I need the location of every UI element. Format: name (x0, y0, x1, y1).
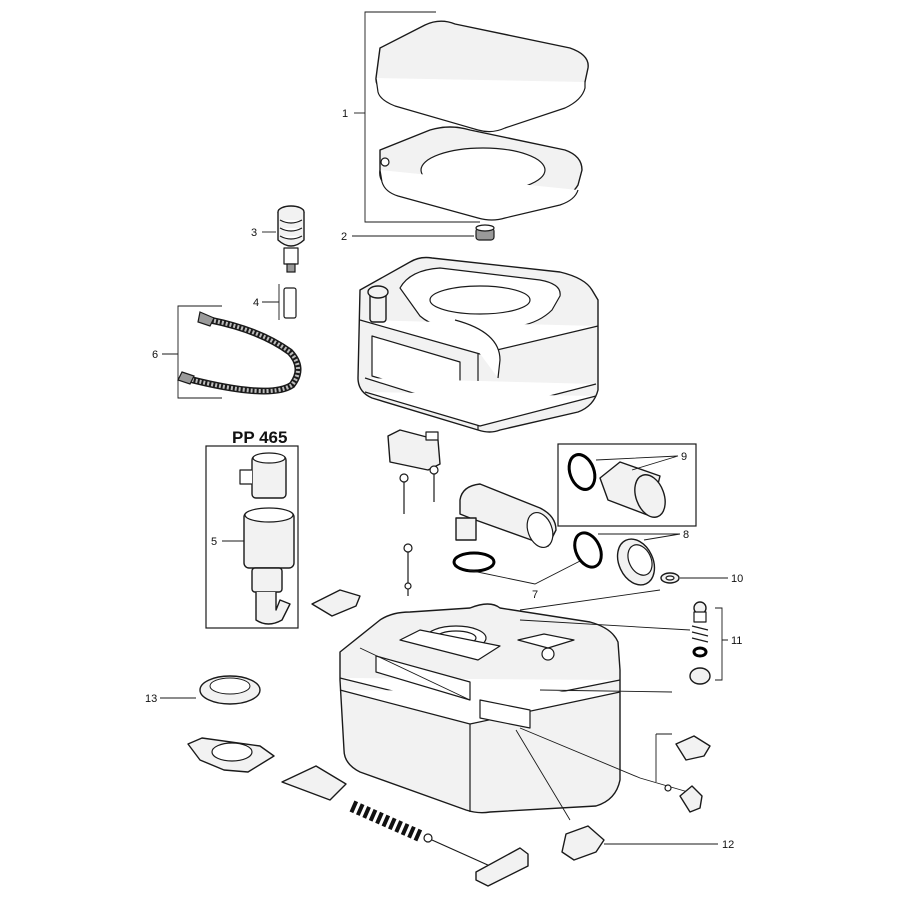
flap-part (311, 589, 361, 617)
washer-part (660, 572, 680, 584)
callout-9: 9 (681, 451, 687, 463)
seal-ring-part (199, 675, 261, 705)
pump-part (277, 205, 305, 273)
callout-10: 10 (731, 573, 743, 585)
drain-handle-part (281, 765, 529, 887)
elbow-pipe-part (455, 483, 557, 549)
callout-2: 2 (341, 231, 347, 243)
lid-and-seat-part (375, 20, 589, 221)
ring-and-cap-part (573, 531, 656, 586)
callout-13: 13 (145, 693, 157, 705)
upper-tank-part (357, 256, 599, 433)
callout-8: 8 (683, 529, 689, 541)
callout-4: 4 (253, 297, 259, 309)
tube-part (283, 287, 297, 319)
callout-5: 5 (211, 536, 217, 548)
callout-3: 3 (251, 227, 257, 239)
bracket-and-screws-part (387, 429, 496, 596)
callout-6: 6 (152, 349, 158, 361)
clip-parts (561, 735, 711, 861)
hose-part (177, 311, 302, 395)
callout-1: 1 (342, 108, 348, 120)
callout-11: 11 (731, 635, 742, 647)
pp465-inset (205, 445, 299, 629)
cap-part (475, 224, 495, 241)
clamp-part (187, 737, 275, 773)
valve-stack-part (689, 601, 711, 685)
inset-title: PP 465 (232, 428, 287, 447)
valve-fitting-inset (557, 443, 697, 527)
callout-7: 7 (532, 589, 538, 601)
callout-12: 12 (722, 839, 734, 851)
waste-tank-part (339, 603, 621, 814)
